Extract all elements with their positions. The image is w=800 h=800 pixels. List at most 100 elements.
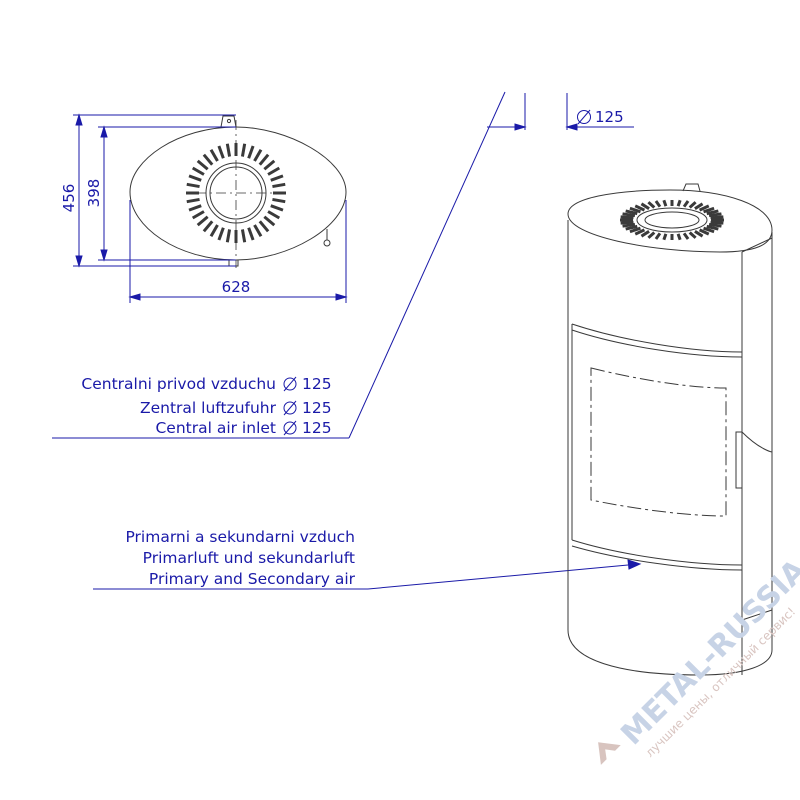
vent-slot [694,230,704,238]
air-vent-ring [186,143,286,243]
vent-slot [708,222,722,228]
vent-slot [698,204,710,212]
vent-slot [676,199,682,207]
primary-air-label-de: Primarluft und sekundarluft [143,549,355,567]
vent-slot [240,143,247,157]
vent-slot [688,231,697,239]
vent-slot [270,174,284,182]
stove-flue-collar [636,207,708,233]
vent-slot [634,204,646,212]
central-air-labels: Centralni privod vzduchu Zentral luftzuf… [81,375,331,437]
vent-slot [247,227,255,241]
primary-air-labels: Primarni a sekundarni vzduch Primarluft … [125,528,355,588]
vent-slot [186,182,200,189]
vent-slot [703,206,715,214]
vent-slot [258,153,270,166]
vent-slot [620,220,634,225]
central-air-size-de: 125 [302,399,332,417]
vent-slot [217,227,225,241]
vent-slot [647,201,656,209]
vent-slot [209,148,219,162]
vent-slot [647,231,656,239]
vent-slot [196,215,209,227]
vent-slot [629,226,641,234]
vent-slot [706,224,719,231]
vent-slot [188,174,202,182]
door-bottom-edge [571,539,743,566]
vent-slot [209,224,219,238]
depth-outer-dimension: 456 [60,184,78,213]
stove-body-outline [567,220,773,676]
vent-slot [272,197,286,204]
central-air-size-en: 125 [302,419,332,437]
vent-slot [225,229,232,243]
top-view-dimensions [73,113,348,303]
vent-slot [247,145,255,159]
vent-slot [191,210,205,220]
stove-perspective [567,183,773,676]
vent-slot [263,215,276,227]
stove-top-plate [567,189,773,253]
flue-diameter-dimension-lines [487,93,634,131]
diameter-symbols [283,376,297,436]
vent-slot [676,233,682,241]
vent-slot [267,210,281,220]
vent-slot [258,220,270,233]
vent-slot [640,230,650,238]
vent-slot [703,226,715,234]
vent-slot [253,224,263,238]
stove-air-vent-ring [620,199,724,241]
vent-slot [217,145,225,159]
vent-slot [270,204,284,212]
vent-slot [225,143,232,157]
vent-slot [710,215,724,220]
vent-slot [625,224,638,231]
vent-slot [708,212,722,218]
vent-slot [654,232,662,240]
central-air-label-cz: Centralni privod vzduchu [81,375,276,393]
width-dimension: 628 [222,278,251,296]
primary-air-label-cz: Primarni a sekundarni vzduch [125,528,355,546]
central-air-label-en: Central air inlet [155,419,276,437]
vent-slot [240,229,247,243]
door-glass [590,367,727,517]
vent-slot [625,209,638,216]
vent-slot [622,222,636,228]
central-air-label-de: Zentral luftzufuhr [140,399,277,417]
vent-slot [263,159,276,171]
vent-slot [634,228,646,236]
vent-slot [640,202,650,210]
vent-slot [196,159,209,171]
handle-knob [323,239,331,247]
vent-slot [186,197,200,204]
watermark-logo-icon [598,742,621,765]
central-air-size-cz: 125 [302,375,332,393]
vent-slot [706,209,719,216]
vent-slot [694,202,704,210]
vent-slot [682,200,690,208]
depth-inner-dimension: 398 [85,179,103,208]
primary-air-leader [93,559,642,590]
vent-slot [698,228,710,236]
vent-slot [682,232,690,240]
vent-slot [272,182,286,189]
vent-slot [710,220,724,225]
vent-slot [654,200,662,208]
vent-slot [253,148,263,162]
vent-slot [622,212,636,218]
vent-slot [188,204,202,212]
vent-slot [662,199,668,207]
door-top-edge [571,323,743,353]
flue-diameter-value: 125 [595,108,624,126]
vent-slot [688,201,697,209]
top-view-outline [129,126,347,261]
vent-slot [662,233,668,241]
top-view-front-tab [228,260,239,267]
top-view [129,115,347,268]
vent-slot [191,166,205,176]
vent-slot [629,206,641,214]
door-handle [735,431,743,489]
top-view-rear-tab [220,115,237,128]
primary-air-label-en: Primary and Secondary air [149,570,356,588]
